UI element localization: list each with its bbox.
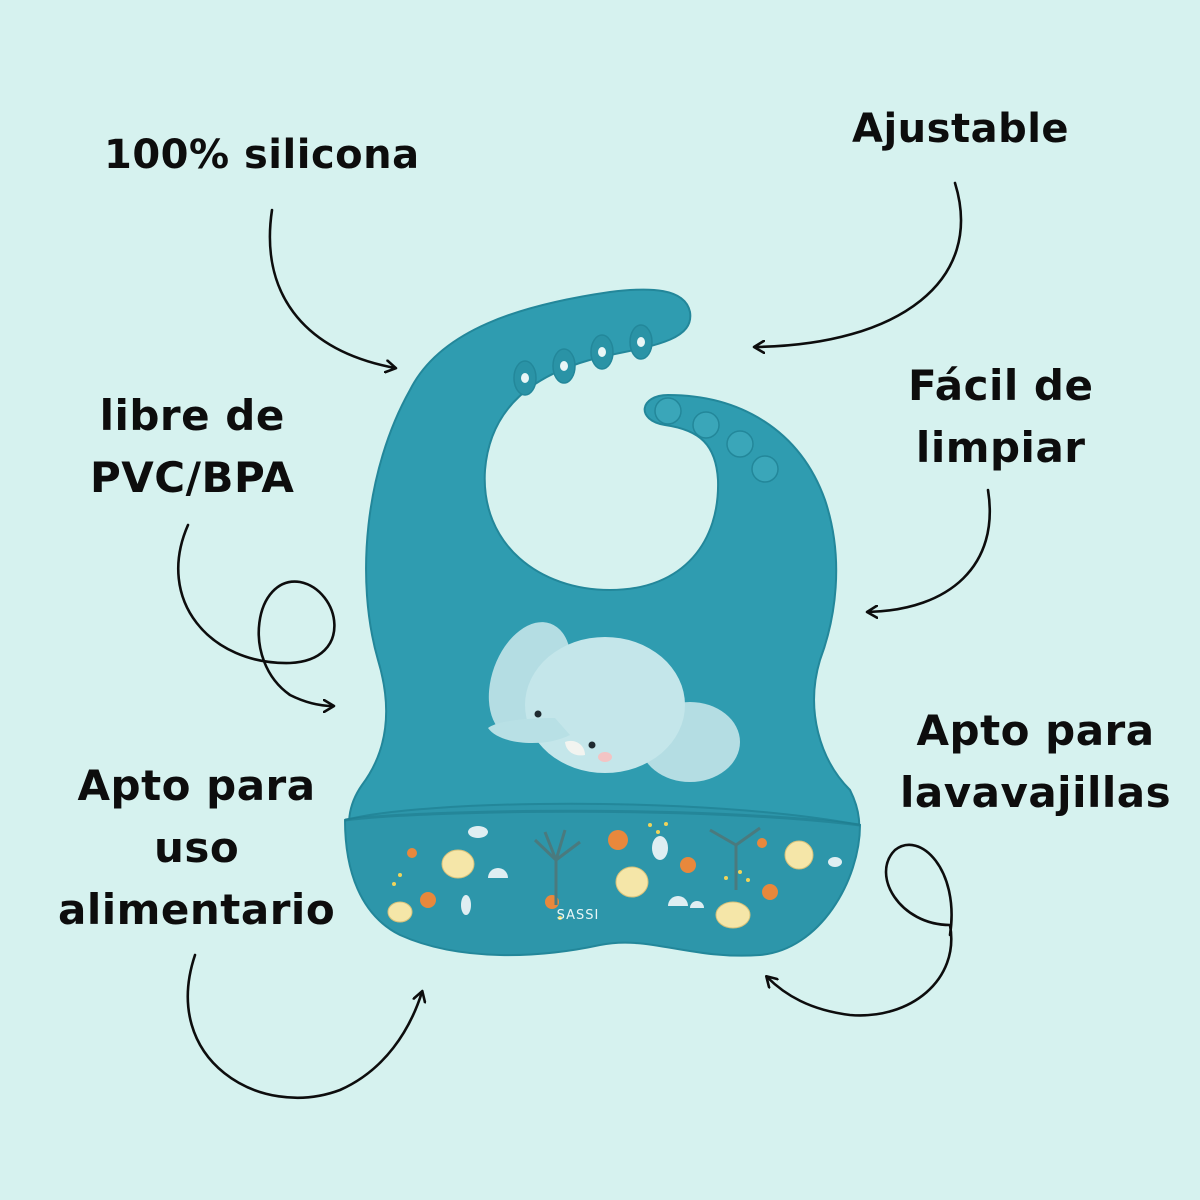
feature-facil-line-1: Fácil de bbox=[908, 361, 1094, 410]
arrow-alimentario bbox=[186, 953, 422, 1100]
arrow-facil bbox=[868, 488, 991, 612]
feature-silicona: 100% silicona bbox=[104, 126, 420, 184]
feature-alimentario-line-3: alimentario bbox=[58, 885, 336, 934]
feature-facil-line-2: limpiar bbox=[915, 423, 1086, 472]
feature-lavavajillas-line-2: lavavajillas bbox=[900, 768, 1172, 817]
feature-apto-lavavajillas: Apto para lavavajillas bbox=[900, 700, 1171, 824]
elephant-illustration bbox=[488, 622, 740, 782]
bib-pocket: SASSI bbox=[343, 802, 862, 957]
feature-alimentario-line-2: uso bbox=[153, 823, 240, 872]
arrow-silicona bbox=[268, 208, 395, 368]
feature-libre-line-2: PVC/BPA bbox=[90, 453, 295, 502]
feature-facil-limpiar: Fácil de limpiar bbox=[908, 355, 1093, 479]
arrow-lavavajillas bbox=[767, 843, 953, 1017]
strap-holes bbox=[513, 324, 653, 396]
feature-libre-line-1: libre de bbox=[99, 391, 285, 440]
feature-ajustable-line: Ajustable bbox=[852, 106, 1070, 152]
snap-buttons bbox=[654, 397, 779, 483]
arrow-ajustable bbox=[755, 181, 963, 347]
feature-lavavajillas-line-1: Apto para bbox=[916, 706, 1155, 755]
arrow-libre bbox=[177, 523, 336, 706]
feature-libre-pvc-bpa: libre de PVC/BPA bbox=[90, 385, 294, 509]
feature-apto-alimentario: Apto para uso alimentario bbox=[58, 755, 335, 941]
feature-alimentario-line-1: Apto para bbox=[77, 761, 316, 810]
bib bbox=[348, 288, 861, 841]
brand-logo: SASSI bbox=[557, 908, 600, 923]
feature-silicona-line: 100% silicona bbox=[104, 132, 420, 178]
feature-ajustable: Ajustable bbox=[852, 100, 1069, 158]
